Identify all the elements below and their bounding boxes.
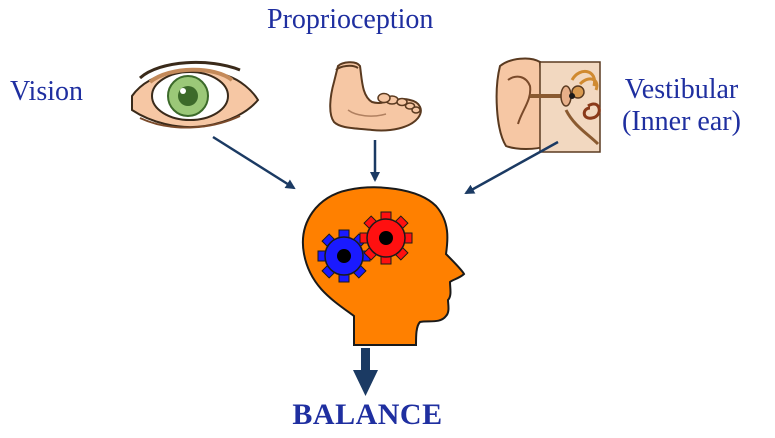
head-with-gears-icon [303, 187, 464, 345]
eye-icon [132, 62, 258, 127]
arrow-output [353, 348, 378, 396]
arrow-vision [213, 137, 294, 188]
arrow-vestibular [466, 142, 558, 193]
foot-icon [330, 62, 421, 130]
inner-ear-icon [497, 59, 600, 152]
